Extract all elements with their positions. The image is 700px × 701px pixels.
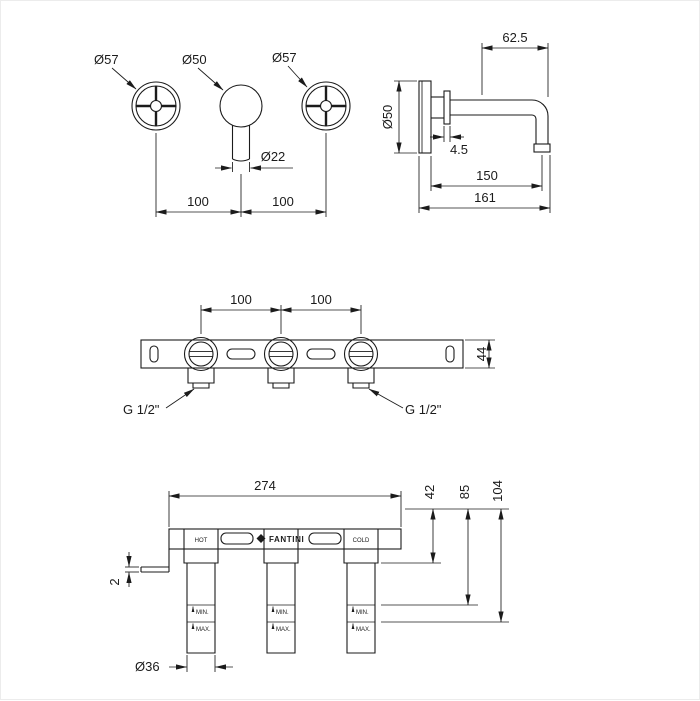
dim-depths: [381, 508, 509, 623]
dim-overall-reach-label: 161: [474, 190, 496, 205]
hot-marking-label: HOT: [195, 538, 208, 544]
left-supply-tube: [184, 529, 218, 653]
dim-depth-b-label: 85: [457, 485, 472, 499]
left-connection-label: G 1/2": [123, 402, 160, 417]
leader-right-connection: [368, 388, 404, 409]
dim-tube-diameter: [169, 655, 233, 672]
dim-plate-thickness-label: 2: [107, 578, 122, 585]
dim-side-escutcheon-label: Ø50: [380, 105, 395, 130]
rough-in-body: [140, 528, 402, 573]
dim-flange-thickness: [430, 126, 464, 142]
dim-flange-thickness-label: 4.5: [450, 142, 468, 157]
dim-tip-offset: [481, 43, 549, 97]
dim-overall-width-label: 274: [254, 478, 276, 493]
dim-tube-diameter-label: Ø36: [135, 659, 160, 674]
dim-bracket-height-label: 44: [474, 347, 489, 361]
dim-tip-offset-label: 62.5: [502, 30, 527, 45]
dim-side-escutcheon: [394, 80, 417, 154]
spout-profile: [418, 80, 551, 154]
dim-escutcheon-diameter: Ø50: [182, 52, 207, 67]
spout-side-view: 62.5 Ø50 4.5 150 161: [380, 30, 551, 213]
right-supply-tube: [344, 529, 378, 653]
dim-overall-width: [168, 491, 402, 527]
leader-left-handle: [111, 67, 137, 90]
dim-top-left-spacing: 100: [230, 292, 252, 307]
dim-spout-diameter-label: Ø22: [261, 149, 286, 164]
dim-spout-diameter: [215, 162, 293, 172]
dim-right-spacing-label: 100: [272, 194, 294, 209]
dim-handle-spacing: [155, 133, 327, 217]
right-valve: [343, 336, 379, 389]
rough-in-front-view: 274 42 85 104 2 Ø36 FANTINI HOT COLD: [107, 478, 509, 674]
dim-plate-thickness: [125, 552, 139, 587]
dim-overall-reach: [418, 155, 551, 213]
dim-bracket-height: [465, 339, 495, 369]
left-valve: [183, 336, 219, 389]
dim-depth-a-label: 42: [422, 485, 437, 499]
right-handle: [300, 80, 352, 132]
left-handle: [130, 80, 182, 132]
center-supply-tube: [264, 529, 298, 653]
dim-depth-c-label: 104: [490, 480, 505, 502]
leader-escutcheon: [197, 67, 224, 91]
dim-top-right-spacing: 100: [310, 292, 332, 307]
leader-left-connection: [165, 388, 195, 409]
trim-front-view: Ø57 Ø50 Ø57 Ø22 100 100: [94, 50, 352, 217]
dim-right-handle-diameter: Ø57: [272, 50, 297, 65]
dim-left-handle-diameter: Ø57: [94, 52, 119, 67]
center-valve: [263, 336, 299, 389]
mounting-bracket: [140, 339, 464, 369]
dim-reach: [430, 155, 543, 191]
dim-valve-spacing: [200, 305, 362, 334]
fantini-logo-icon: [256, 534, 266, 543]
brand-label: FANTINI: [269, 535, 304, 544]
leader-right-handle: [287, 65, 308, 88]
dim-reach-label: 150: [476, 168, 498, 183]
spout-front: [219, 84, 263, 162]
cold-marking-label: COLD: [353, 538, 370, 544]
rough-in-top-view: 100 100 44 G 1/2" G 1/2": [123, 292, 495, 417]
dim-left-spacing-label: 100: [187, 194, 209, 209]
right-connection-label: G 1/2": [405, 402, 442, 417]
